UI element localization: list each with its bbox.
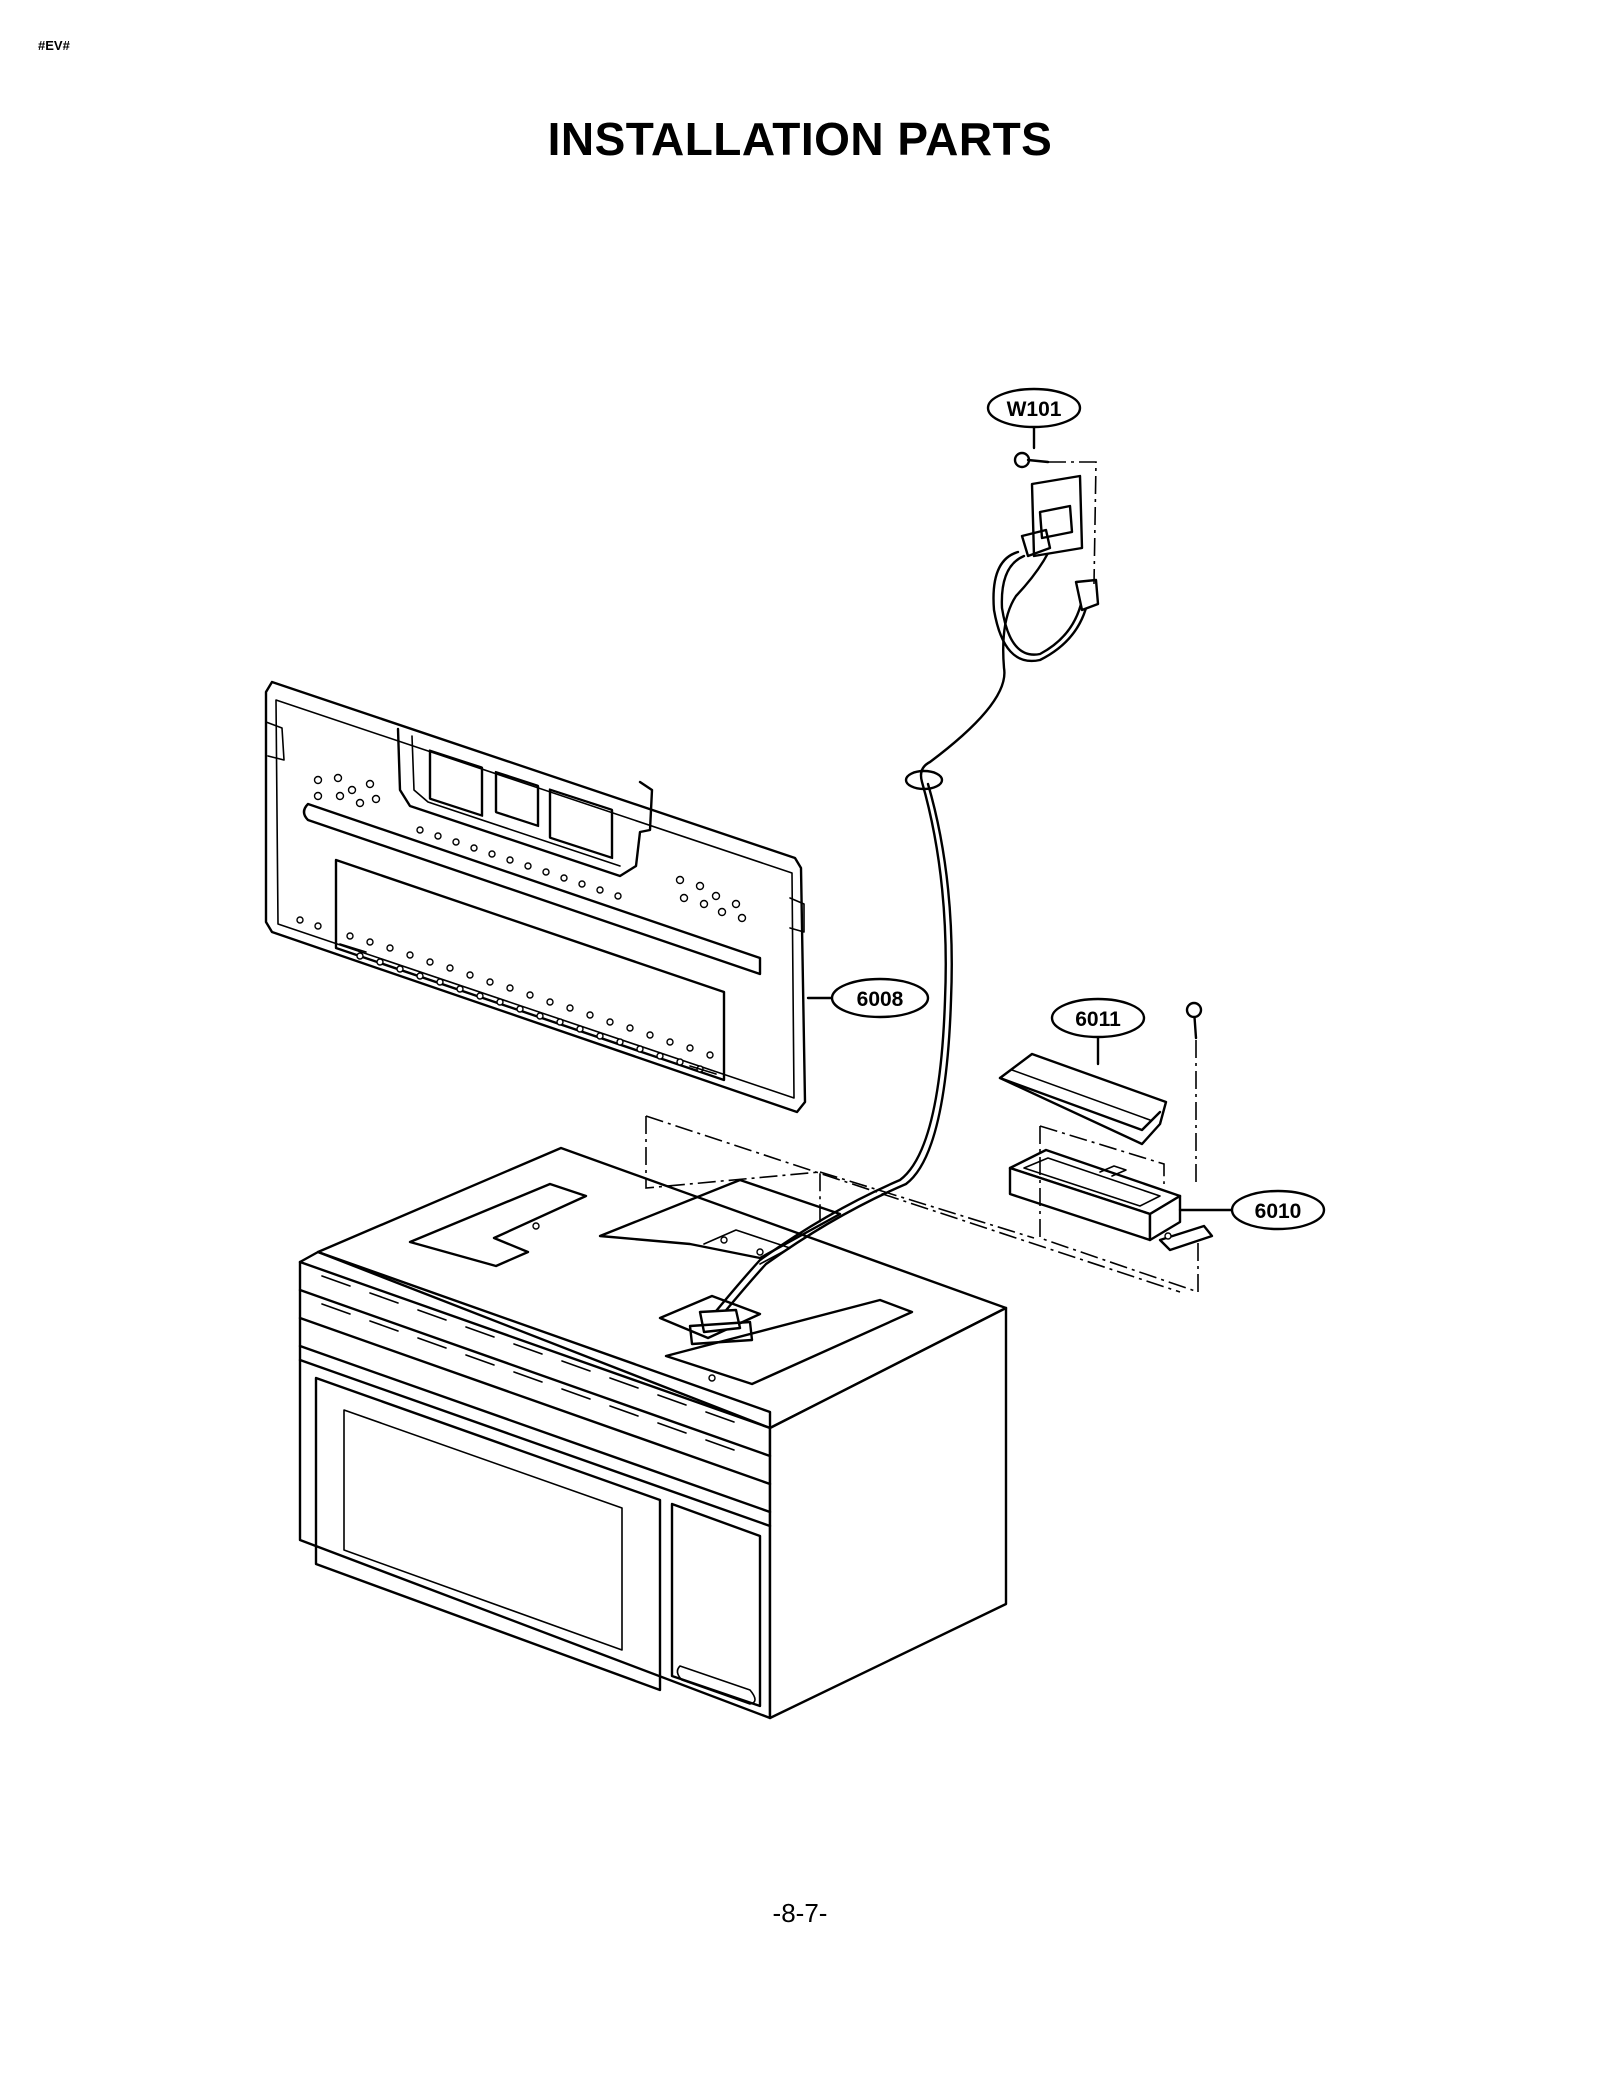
page-number: -8-7- (772, 1898, 828, 1928)
power-cord (688, 474, 1100, 1346)
page-title: INSTALLATION PARTS (547, 113, 1053, 165)
screw-icon (1185, 1001, 1203, 1040)
assembly-lines (645, 461, 1199, 1294)
vent-slots (321, 1275, 735, 1451)
callout-6008: 6008 (806, 977, 930, 1019)
callout-w101: W101 (986, 387, 1082, 450)
mounting-plate (264, 680, 807, 1114)
callout-6010-label: 6010 (1255, 1200, 1302, 1223)
document-code: #EV# (38, 38, 70, 53)
callout-6010: 6010 (1178, 1189, 1326, 1231)
screw-icon (1013, 451, 1050, 469)
callout-6008-label: 6008 (857, 988, 904, 1011)
callout-6011-label: 6011 (1075, 1008, 1121, 1031)
mounting-holes (296, 773, 747, 1073)
callout-w101-label: W101 (1007, 398, 1062, 421)
cover-6011 (998, 1052, 1168, 1146)
microwave-oven (298, 1146, 1008, 1720)
callout-6011: 6011 (1050, 997, 1146, 1066)
